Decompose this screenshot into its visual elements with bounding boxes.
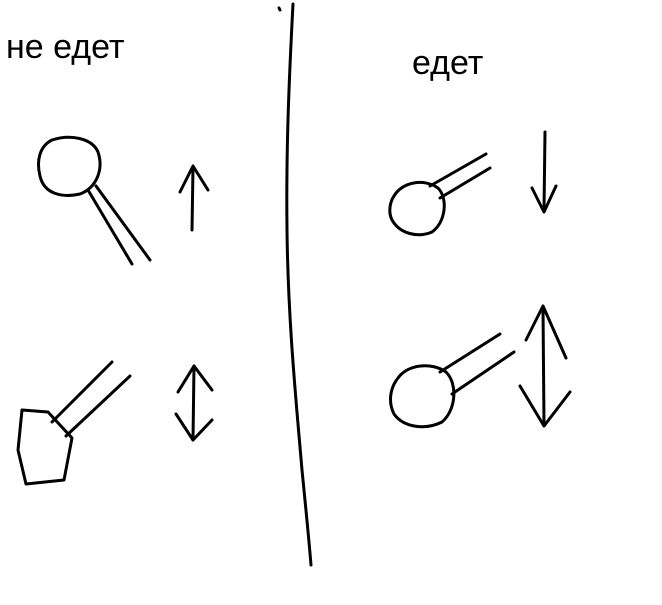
arrow-shaft — [541, 306, 546, 426]
right-bottom-ball-on-stick — [389, 332, 516, 429]
stick-line-a — [438, 332, 502, 374]
arrow-head-down — [174, 412, 214, 442]
left-bottom-ball-on-stick — [16, 360, 132, 486]
arrow-head-up — [524, 304, 568, 360]
arrow-shaft — [542, 130, 547, 212]
label-left-title: не едет — [6, 28, 125, 66]
right-top-ball-on-stick — [388, 152, 492, 237]
arrow-head-down — [518, 384, 572, 428]
ball-circle — [388, 180, 446, 237]
arrow-shaft — [191, 364, 196, 442]
divider-line — [285, 2, 313, 567]
stick-line-b — [438, 166, 492, 200]
ball-circle — [389, 364, 456, 429]
right-bottom-up-down-arrow — [518, 304, 572, 428]
stick-line-a — [428, 152, 488, 188]
stick-line-a — [86, 188, 134, 266]
arrow-head-up — [176, 364, 214, 394]
stick-line-b — [64, 374, 132, 438]
left-top-ball-on-stick — [37, 135, 152, 266]
divider-tick — [277, 6, 282, 12]
left-bottom-up-down-arrow — [174, 364, 214, 442]
label-right-title: едет — [412, 44, 484, 82]
right-top-down-arrow — [530, 130, 558, 214]
arrow-head — [530, 184, 558, 214]
stick-line-a — [50, 360, 114, 424]
ball-circle — [37, 135, 102, 197]
ball-polygon — [16, 408, 74, 486]
left-top-up-arrow — [178, 164, 210, 232]
arrow-head — [178, 164, 210, 194]
stick-line-b — [94, 184, 152, 262]
stick-line-b — [450, 350, 516, 396]
arrow-shaft — [190, 166, 195, 232]
